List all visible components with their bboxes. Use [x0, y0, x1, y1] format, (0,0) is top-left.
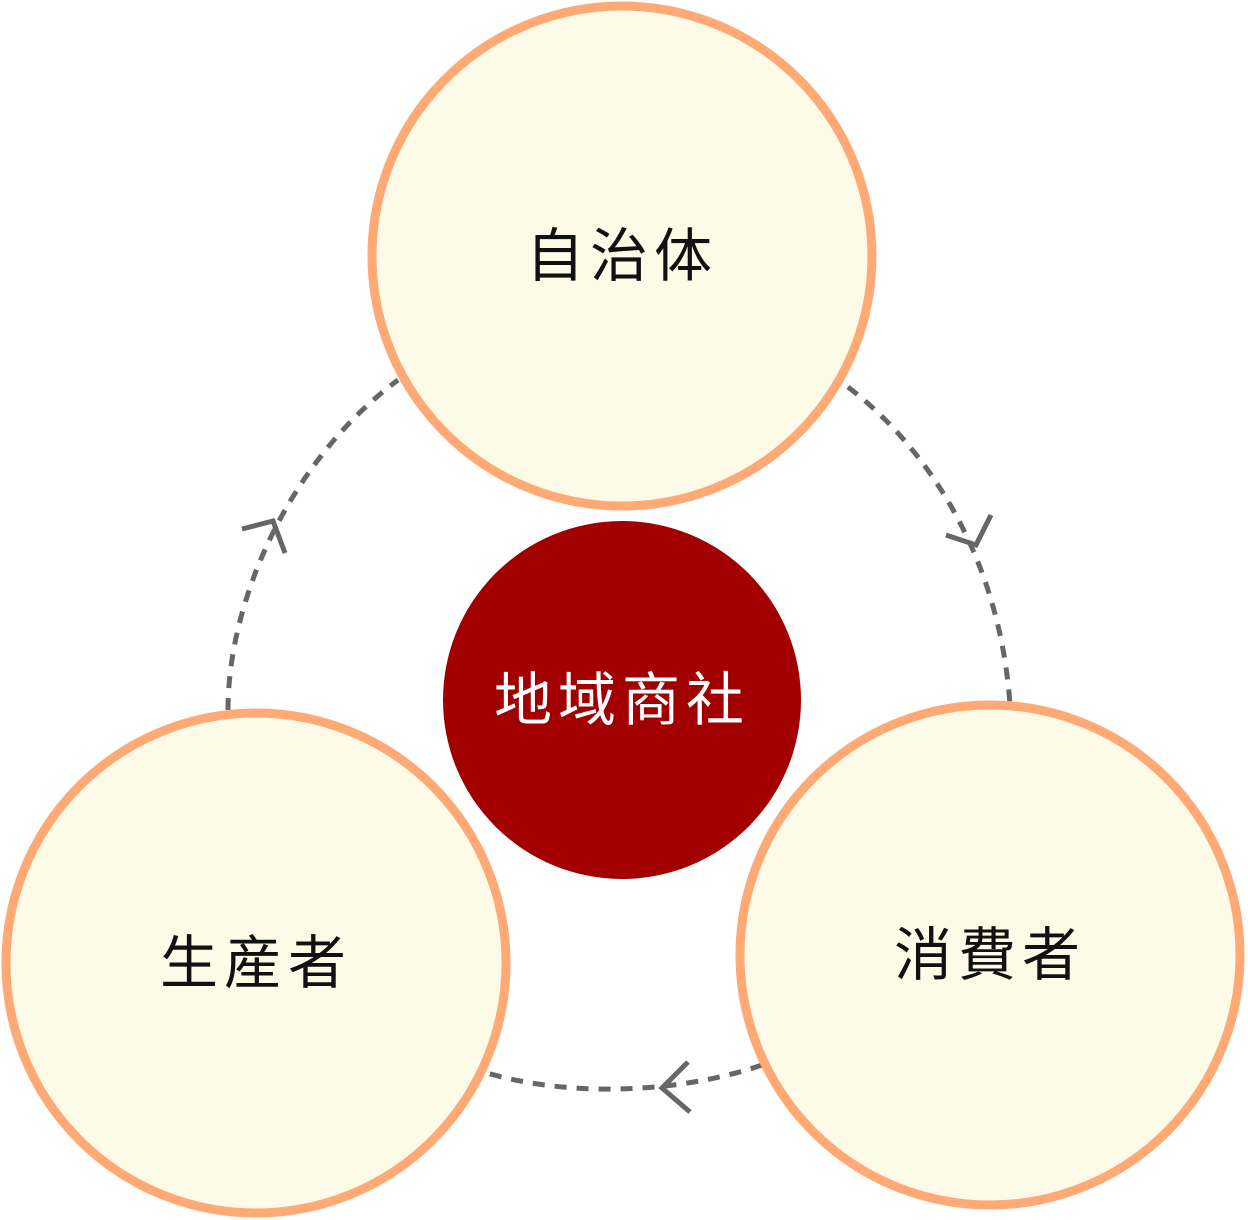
node-producer-circle	[1, 708, 511, 1218]
center-node: 地域商社	[443, 521, 801, 879]
node-municipality-circle	[367, 1, 877, 511]
node-consumer: 消費者	[735, 700, 1245, 1210]
node-municipality: 自治体	[367, 1, 877, 511]
arrowhead-bottom-icon	[658, 1060, 692, 1114]
center-node-label: 地域商社	[494, 666, 750, 734]
arc-municipality-to-consumer	[846, 385, 1013, 706]
node-consumer-circle	[735, 700, 1245, 1210]
arc-consumer-to-producer	[486, 1062, 763, 1092]
arrowhead-right-icon	[945, 513, 994, 549]
node-consumer-label: 消費者	[894, 921, 1086, 989]
center-node-circle	[443, 521, 801, 879]
node-producer-label: 生産者	[160, 929, 352, 997]
node-producer: 生産者	[1, 708, 511, 1218]
arc-producer-to-municipality	[225, 377, 400, 711]
arrowhead-left-icon	[241, 518, 288, 554]
node-municipality-label: 自治体	[526, 222, 718, 290]
